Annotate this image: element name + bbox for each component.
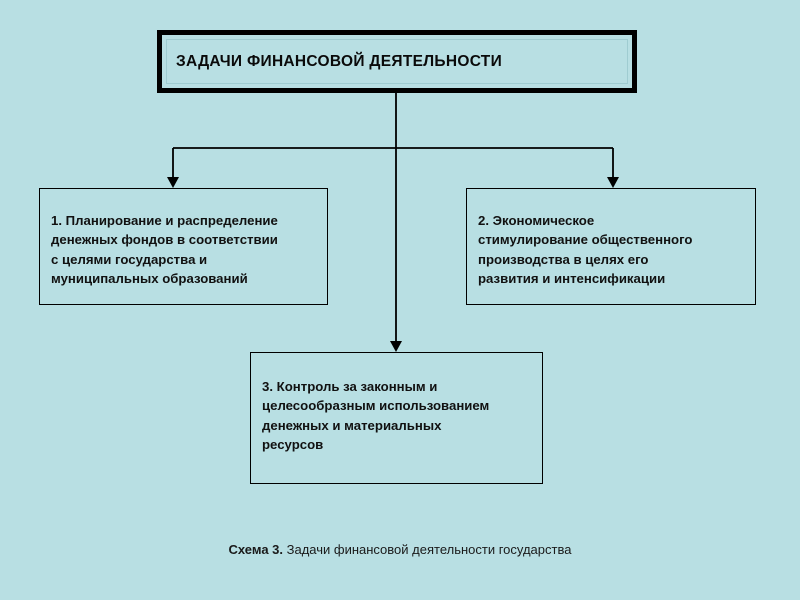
task-box-3-text: 3. Контроль за законным и целесообразным… bbox=[262, 379, 490, 453]
diagram-caption: Схема 3. Задачи финансовой деятельности … bbox=[0, 542, 800, 557]
task-box-3: 3. Контроль за законным и целесообразным… bbox=[250, 352, 543, 484]
arrowhead-to-box-3 bbox=[390, 341, 402, 352]
task-box-1: 1. Планирование и распределение денежных… bbox=[39, 188, 328, 305]
task-box-2-text: 2. Экономическое стимулирование обществе… bbox=[478, 213, 693, 287]
caption-label: Схема 3. bbox=[228, 542, 283, 557]
title-text: ЗАДАЧИ ФИНАНСОВОЙ ДЕЯТЕЛЬНОСТИ bbox=[176, 52, 503, 70]
arrowhead-to-box-2 bbox=[607, 177, 619, 188]
task-box-1-text: 1. Планирование и распределение денежных… bbox=[51, 213, 278, 287]
title-box: ЗАДАЧИ ФИНАНСОВОЙ ДЕЯТЕЛЬНОСТИ bbox=[157, 30, 637, 93]
caption-body: Задачи финансовой деятельности государст… bbox=[283, 542, 572, 557]
task-box-2: 2. Экономическое стимулирование обществе… bbox=[466, 188, 756, 305]
arrowhead-to-box-1 bbox=[167, 177, 179, 188]
